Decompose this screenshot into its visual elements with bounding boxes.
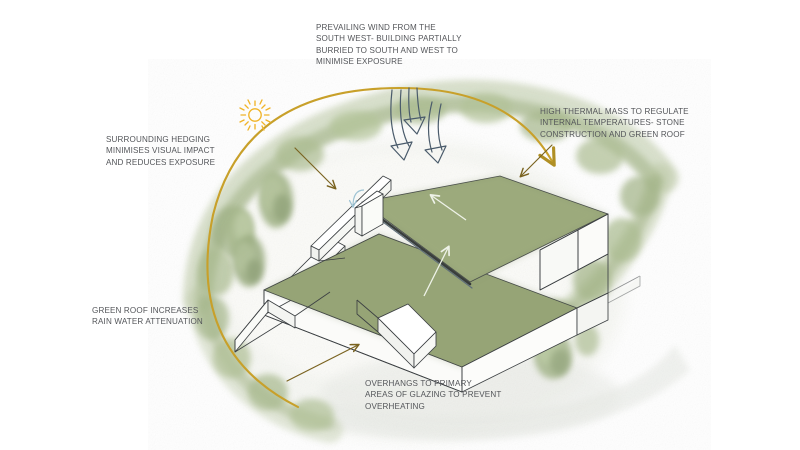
sun-path-arc — [206, 86, 556, 409]
roof-flow-arrow-group — [423, 194, 467, 297]
tree-cluster-left — [226, 172, 293, 287]
roof-flow-arrow — [429, 194, 467, 221]
rear-wing-left — [354, 190, 384, 237]
roof-flow-arrow — [423, 245, 450, 297]
vent-arrow — [348, 189, 365, 208]
annotation-green-roof: GREEN ROOF INCREASES RAIN WATER ATTENUAT… — [92, 306, 203, 327]
annotation-thermal-mass: HIGH THERMAL MASS TO REGULATE INTERNAL T… — [540, 107, 689, 139]
isometric-house-massing — [234, 175, 641, 393]
annotation-surrounding-hedging: SURROUNDING HEDGING MINIMISES VISUAL IMP… — [106, 135, 216, 167]
wind-arrow — [403, 87, 426, 135]
entrance-overhang — [356, 299, 437, 369]
pointer-arrow-group — [286, 144, 553, 382]
wind-arrow — [424, 101, 447, 164]
wind-arrow — [390, 89, 413, 161]
tree — [259, 172, 293, 228]
east-block — [539, 213, 609, 291]
courtyard-walls — [234, 291, 331, 353]
annotation-prevailing-wind: PREVAILING WIND FROM THE SOUTH WEST- BUI… — [316, 23, 462, 67]
wind-arrow-group — [390, 87, 447, 164]
pointer-arrow-thermal-mass — [521, 144, 553, 176]
annotation-overhangs: OVERHANGS TO PRIMARY AREAS OF GLAZING TO… — [365, 379, 502, 411]
sun-icon — [239, 99, 271, 131]
pointer-arrow-hedging — [294, 147, 335, 188]
tree — [233, 235, 265, 287]
pointer-arrow-overhangs — [286, 345, 358, 382]
